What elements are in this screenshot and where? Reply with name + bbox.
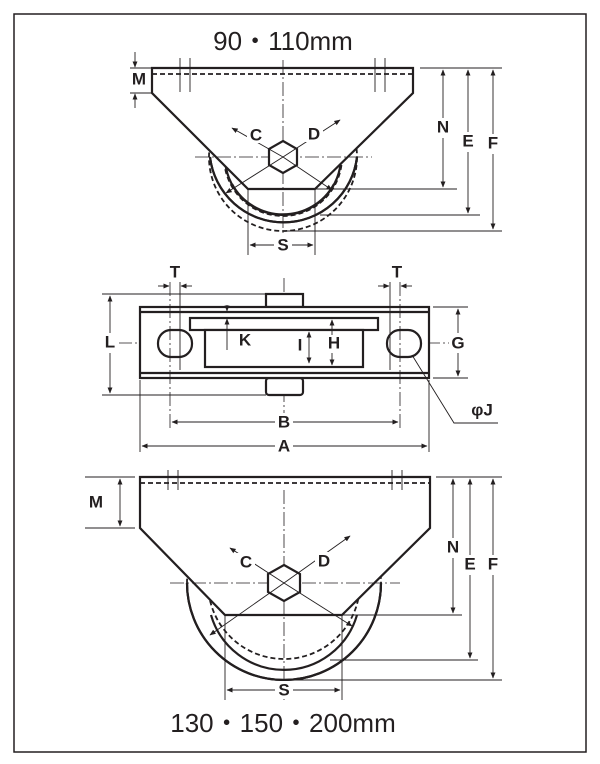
dim-label-d-large: D bbox=[318, 551, 330, 570]
right-mounting-slot bbox=[385, 328, 423, 359]
small-size-title: 90・110mm bbox=[213, 26, 353, 56]
dim-label-e-large: E bbox=[464, 554, 475, 573]
dim-label-e: E bbox=[462, 131, 473, 150]
dim-label-c-large: C bbox=[240, 552, 252, 571]
bottom-nut bbox=[264, 376, 305, 397]
dim-label-t-left: T bbox=[170, 262, 181, 281]
dim-label-b: B bbox=[278, 412, 290, 431]
small-caster-side-view: 90・110mm C D N E F bbox=[130, 26, 502, 255]
caster-plan-view: T T L K I H G B A φJ bbox=[101, 262, 498, 455]
top-bolt-head bbox=[264, 292, 305, 309]
dim-label-s-large: S bbox=[278, 680, 289, 699]
dim-label-f-large: F bbox=[488, 554, 498, 573]
dim-label-s: S bbox=[277, 235, 288, 254]
dim-label-a: A bbox=[278, 436, 290, 455]
dim-label-h: H bbox=[328, 333, 340, 352]
dim-label-n: N bbox=[437, 117, 449, 136]
large-size-title: 130・150・200mm bbox=[170, 708, 395, 738]
large-caster-side-view: C D M N E F S 130・150・200mm bbox=[85, 470, 502, 738]
left-mounting-slot bbox=[156, 328, 194, 359]
wheel-top bbox=[188, 316, 380, 332]
dim-label-f: F bbox=[488, 133, 498, 152]
dim-label-n-large: N bbox=[447, 537, 459, 556]
dim-label-m: M bbox=[132, 69, 146, 88]
dim-label-d: D bbox=[308, 124, 320, 143]
dim-label-phi-j: φJ bbox=[471, 400, 493, 419]
dim-label-k: K bbox=[239, 330, 252, 349]
dim-label-i: I bbox=[298, 335, 303, 354]
dim-label-g: G bbox=[451, 333, 464, 352]
dim-label-t-right: T bbox=[392, 262, 403, 281]
dim-label-l: L bbox=[105, 332, 115, 351]
dim-label-c: C bbox=[250, 125, 262, 144]
dim-label-m-large: M bbox=[89, 492, 103, 511]
